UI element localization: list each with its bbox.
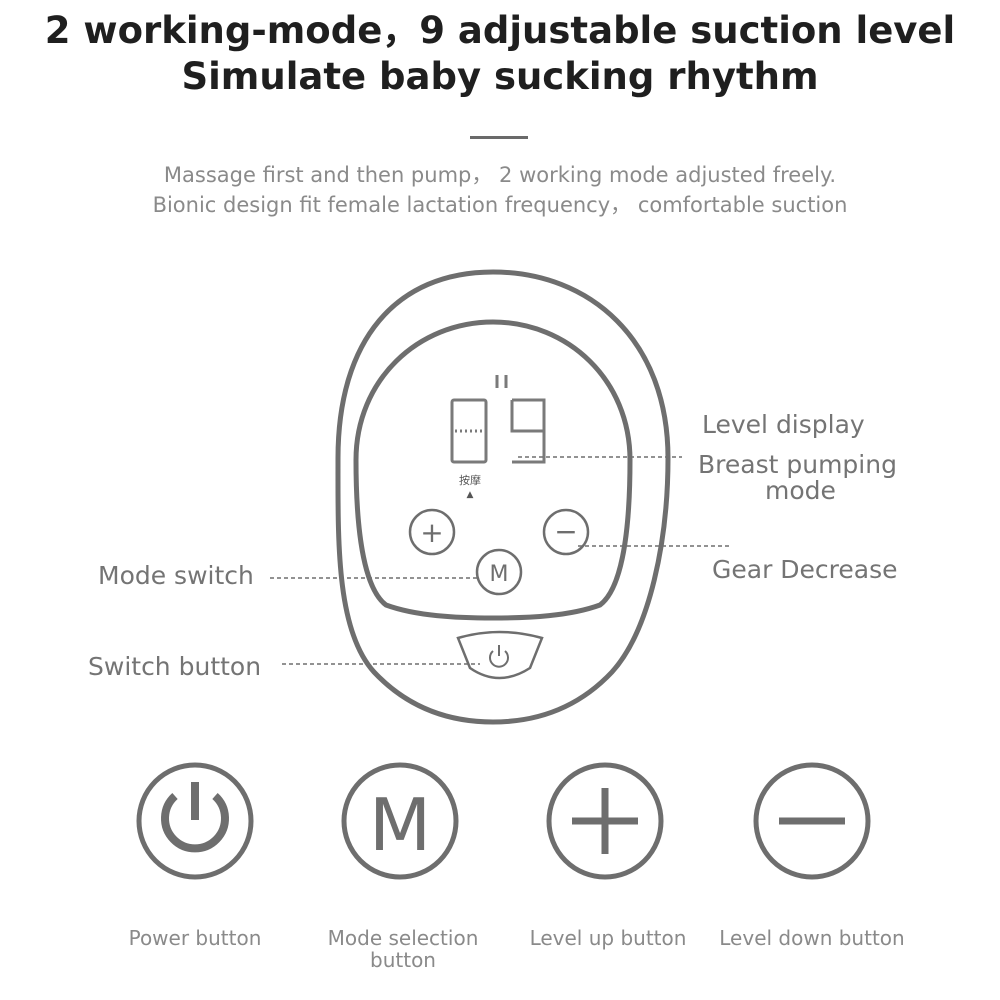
minus-button[interactable]: − [542,508,590,556]
leader-lines [270,456,732,665]
legend-minus-icon [753,762,871,880]
power-switch-button[interactable] [456,630,544,680]
device-outer-shell [335,269,671,725]
caption-mode-selection-line-1: Mode selection [327,926,479,950]
legend-plus-icon [546,762,664,880]
mode-m-icon: M [490,562,509,587]
caption-power-button-line-1: Power button [128,926,262,950]
caption-level-down-button: Level down button [712,927,912,949]
plus-button[interactable]: + [408,508,456,556]
headline-line-1: 2 working-mode，9 adjustable suction leve… [44,9,956,52]
callout-gear-decrease: Gear Decrease [712,555,898,584]
divider [470,136,528,139]
subheading-line-2: Bionic design fit female lactation frequ… [152,193,848,217]
callout-level-display: Level display [702,410,865,439]
massage-indicator-label: 按摩 [459,473,481,487]
callout-breast-pumping-line-1: Breast pumping [698,450,897,479]
callout-switch-button: Switch button [88,652,262,681]
subheading-line-1: Massage first and then pump， 2 working m… [163,163,837,187]
legend-m-icon: M [341,762,459,880]
legend-m-letter: M [369,783,431,867]
mode-button[interactable]: M [475,548,523,596]
legend-power-icon [136,762,254,880]
minus-icon: − [554,515,577,548]
digit-9 [510,398,546,464]
massage-indicator-arrow: ▲ [467,490,474,500]
plus-icon: + [420,516,443,549]
power-icon [489,645,509,668]
device-control-panel [353,319,633,621]
caption-level-up-button: Level up button [513,927,703,949]
callout-breast-pumping-line-2: mode [765,476,836,505]
callout-mode-switch: Mode switch [98,561,254,590]
caption-level-down-line-1: Level down button [719,926,905,950]
caption-mode-selection-line-2: button [370,948,436,972]
level-display [450,375,546,464]
caption-mode-selection-button: Mode selection button [303,927,503,971]
digit-0 [450,398,488,464]
caption-power-button: Power button [105,927,285,949]
headline-line-2: Simulate baby sucking rhythm [181,55,819,98]
caption-level-up-line-1: Level up button [529,926,687,950]
